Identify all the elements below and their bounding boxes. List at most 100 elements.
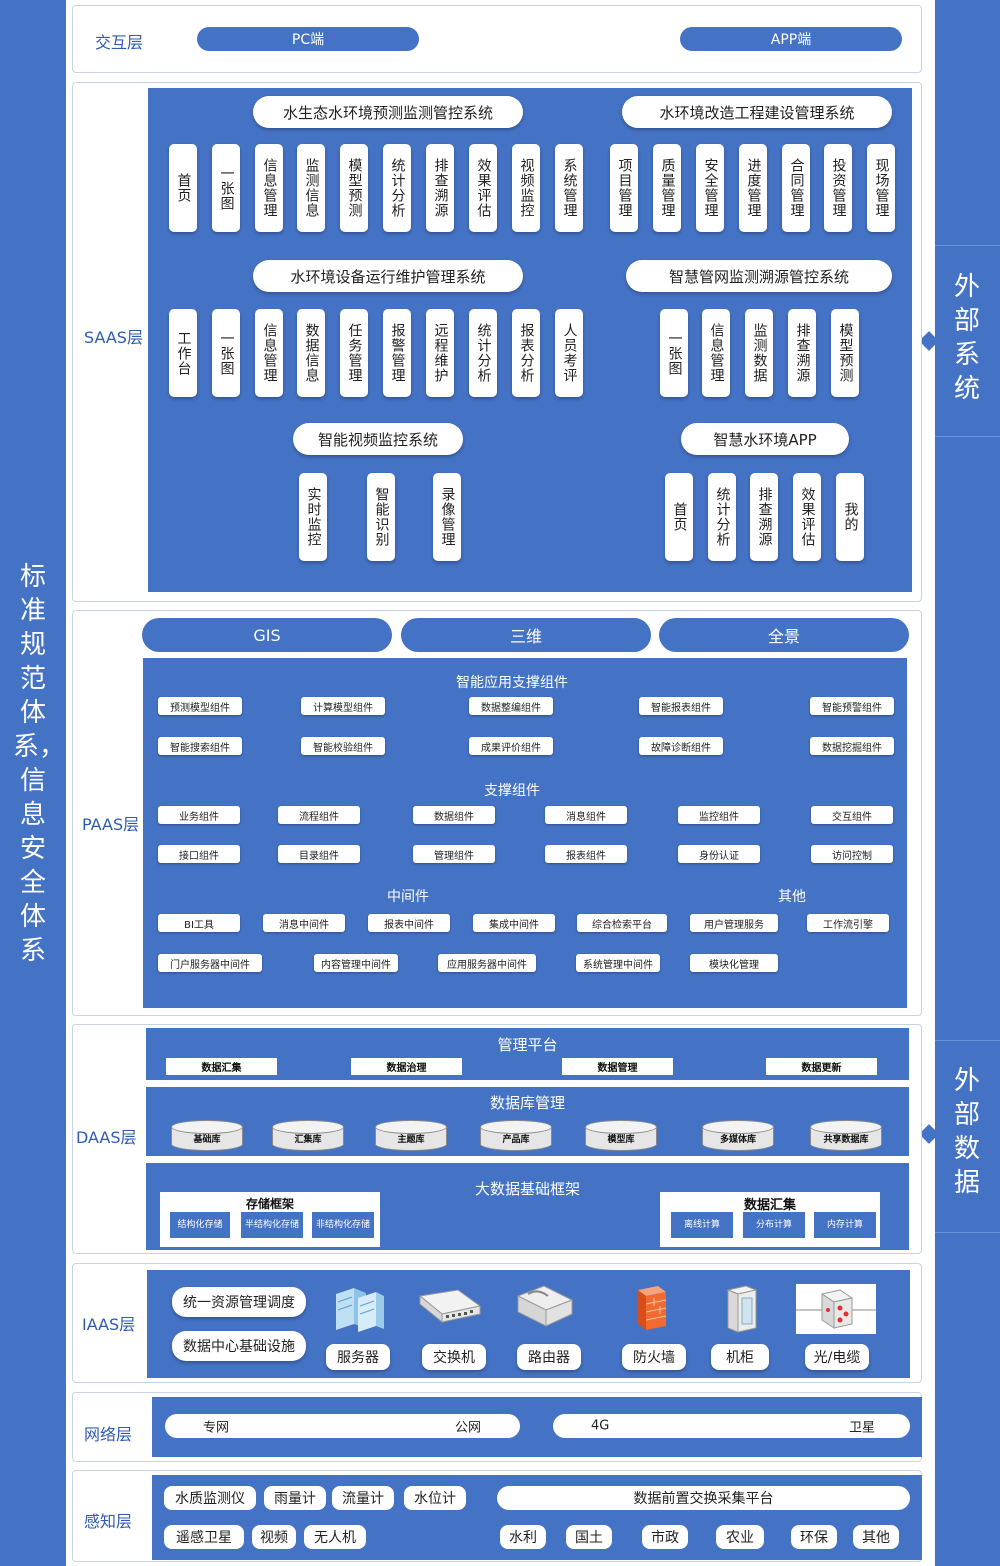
module-card[interactable]: 数据信息 [297,309,325,397]
device-label[interactable]: 防火墙 [622,1344,686,1370]
component-chip[interactable]: 数据整编组件 [469,697,553,715]
module-card[interactable]: 排查溯源 [750,473,778,561]
device-label[interactable]: 光/电缆 [805,1344,869,1370]
compute-item[interactable]: 离线计算 [671,1212,733,1238]
database-cylinder[interactable]: 基础库 [171,1120,243,1151]
component-chip[interactable]: 模块化管理 [690,954,778,972]
tab-panorama[interactable]: 全景 [659,618,909,652]
device-label[interactable]: 服务器 [326,1344,390,1370]
component-chip[interactable]: 目录组件 [278,845,360,863]
module-card[interactable]: 模型预测 [340,144,368,232]
module-card[interactable]: 视频监控 [512,144,540,232]
data-exchange-platform[interactable]: 数据前置交换采集平台 [497,1486,910,1510]
compute-item[interactable]: 内存计算 [814,1212,876,1238]
module-card[interactable]: 信息管理 [255,309,283,397]
module-card[interactable]: 系统管理 [555,144,583,232]
datacenter-infra[interactable]: 数据中心基础设施 [172,1331,306,1361]
module-card[interactable]: 任务管理 [340,309,368,397]
component-chip[interactable]: BI工具 [158,914,240,932]
storage-item[interactable]: 结构化存储 [170,1212,230,1238]
sensor-item[interactable]: 无人机 [304,1525,366,1549]
sensor-item[interactable]: 水质监测仪 [164,1486,256,1510]
module-card[interactable]: 统计分析 [383,144,411,232]
mgmt-item[interactable]: 数据治理 [351,1058,462,1075]
app-client-pill[interactable]: APP端 [680,27,902,51]
component-chip[interactable]: 报表中间件 [368,914,450,932]
component-chip[interactable]: 计算模型组件 [301,697,385,715]
module-card[interactable]: 投资管理 [824,144,852,232]
mgmt-item[interactable]: 数据汇集 [166,1058,277,1075]
module-card[interactable]: 合同管理 [782,144,810,232]
component-chip[interactable]: 数据挖掘组件 [810,737,894,755]
module-card[interactable]: 监测数据 [745,309,773,397]
component-chip[interactable]: 应用服务器中间件 [438,954,536,972]
component-chip[interactable]: 集成中间件 [473,914,555,932]
component-chip[interactable]: 身份认证 [678,845,760,863]
database-cylinder[interactable]: 共享数据库 [810,1120,882,1151]
component-chip[interactable]: 成果评价组件 [469,737,553,755]
pc-client-pill[interactable]: PC端 [197,27,419,51]
module-card[interactable]: 监测信息 [297,144,325,232]
sensor-item[interactable]: 国土 [566,1525,612,1549]
tab-gis[interactable]: GIS [142,618,392,652]
component-chip[interactable]: 监控组件 [678,806,760,824]
module-card[interactable]: 远程维护 [426,309,454,397]
component-chip[interactable]: 报表组件 [545,845,627,863]
component-chip[interactable]: 内容管理中间件 [314,954,398,972]
module-card[interactable]: 效果评估 [469,144,497,232]
module-card[interactable]: 工作台 [169,309,197,397]
module-card[interactable]: 排查溯源 [788,309,816,397]
sensor-item[interactable]: 其他 [853,1525,899,1549]
component-chip[interactable]: 管理组件 [413,845,495,863]
storage-item[interactable]: 非结构化存储 [312,1212,374,1238]
component-chip[interactable]: 消息组件 [545,806,627,824]
sensor-item[interactable]: 遥感卫星 [164,1525,244,1549]
database-cylinder[interactable]: 模型库 [585,1120,657,1151]
sensor-item[interactable]: 水利 [500,1525,546,1549]
device-label[interactable]: 路由器 [517,1344,581,1370]
network-4g-satellite[interactable]: 4G 卫星 [553,1414,910,1438]
module-card[interactable]: 一张图 [212,144,240,232]
module-card[interactable]: 实时监控 [299,473,327,561]
sensor-item[interactable]: 流量计 [332,1486,394,1510]
resource-scheduling[interactable]: 统一资源管理调度 [172,1287,306,1317]
component-chip[interactable]: 智能预警组件 [810,697,894,715]
component-chip[interactable]: 消息中间件 [263,914,345,932]
tab-3d[interactable]: 三维 [401,618,651,652]
module-card[interactable]: 统计分析 [469,309,497,397]
sensor-item[interactable]: 视频 [252,1525,296,1549]
component-chip[interactable]: 预测模型组件 [158,697,242,715]
module-card[interactable]: 一张图 [660,309,688,397]
component-chip[interactable]: 系统管理中间件 [576,954,660,972]
component-chip[interactable]: 流程组件 [278,806,360,824]
database-cylinder[interactable]: 多媒体库 [702,1120,774,1151]
sensor-item[interactable]: 雨量计 [264,1486,326,1510]
module-card[interactable]: 一张图 [212,309,240,397]
compute-item[interactable]: 分布计算 [743,1212,805,1238]
storage-item[interactable]: 半结构化存储 [241,1212,303,1238]
component-chip[interactable]: 门户服务器中间件 [158,954,262,972]
sensor-item[interactable]: 水位计 [404,1486,466,1510]
sensor-item[interactable]: 环保 [791,1525,837,1549]
component-chip[interactable]: 业务组件 [158,806,240,824]
module-card[interactable]: 信息管理 [255,144,283,232]
module-card[interactable]: 进度管理 [739,144,767,232]
device-label[interactable]: 机柜 [711,1344,769,1370]
component-chip[interactable]: 智能搜索组件 [158,737,242,755]
component-chip[interactable]: 交互组件 [811,806,893,824]
module-card[interactable]: 我的 [836,473,864,561]
component-chip[interactable]: 接口组件 [158,845,240,863]
module-card[interactable]: 报警管理 [383,309,411,397]
database-cylinder[interactable]: 产品库 [480,1120,552,1151]
module-card[interactable]: 安全管理 [696,144,724,232]
module-card[interactable]: 效果评估 [793,473,821,561]
mgmt-item[interactable]: 数据更新 [766,1058,877,1075]
module-card[interactable]: 首页 [665,473,693,561]
module-card[interactable]: 录像管理 [433,473,461,561]
module-card[interactable]: 现场管理 [867,144,895,232]
device-label[interactable]: 交换机 [422,1344,486,1370]
module-card[interactable]: 质量管理 [653,144,681,232]
component-chip[interactable]: 智能报表组件 [639,697,723,715]
sensor-item[interactable]: 市政 [642,1525,688,1549]
sensor-item[interactable]: 农业 [716,1525,764,1549]
